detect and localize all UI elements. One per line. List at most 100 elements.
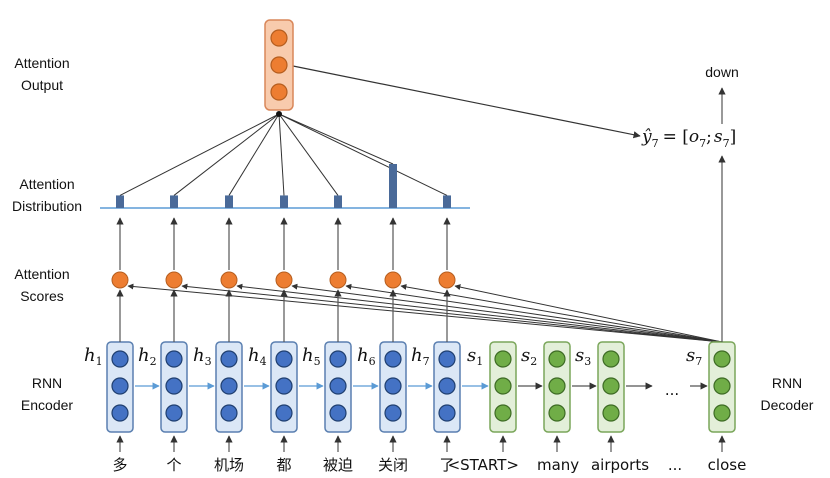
encoder-neuron xyxy=(438,377,456,395)
attention-output-neuron xyxy=(270,29,288,47)
attention-output-to-equation-arrow xyxy=(292,65,641,139)
attention-score-dot xyxy=(220,271,238,289)
encoder-neuron xyxy=(329,404,347,422)
decoder-neuron xyxy=(494,404,512,422)
weighted-sum-node xyxy=(276,111,282,117)
attention-weight-bar xyxy=(389,164,397,208)
output-word: down xyxy=(705,64,738,80)
attention-output-connections xyxy=(119,65,641,196)
decoder-to-score-arrow xyxy=(127,283,723,343)
label-attention-output: Attention Output xyxy=(14,55,69,93)
encoder-neuron xyxy=(275,404,293,422)
attention-weight-bar xyxy=(280,195,288,208)
svg-text:RNN: RNN xyxy=(32,375,62,391)
encoder-neuron xyxy=(165,377,183,395)
decoder-neuron xyxy=(713,377,731,395)
decoder-neuron xyxy=(494,350,512,368)
weighted-sum-line xyxy=(278,113,285,196)
svg-text:Encoder: Encoder xyxy=(21,397,73,413)
decoder-neuron xyxy=(713,404,731,422)
decoder-hidden-label: s3 xyxy=(575,345,591,368)
encoder-hidden-label: h6 xyxy=(357,345,376,368)
decoder-neuron xyxy=(713,350,731,368)
decoder-to-score-arrow xyxy=(291,283,723,343)
attention-score-dot xyxy=(275,271,293,289)
encoder-neuron xyxy=(384,350,402,368)
decoder-ellipsis: ... xyxy=(665,381,679,399)
attention-weight-bar xyxy=(225,195,233,208)
encoder-hidden-label: h5 xyxy=(302,345,321,368)
decoder-token: ... xyxy=(668,456,682,474)
attention-output xyxy=(264,19,294,111)
attention-output-neuron xyxy=(270,56,288,74)
attention-score-dot xyxy=(111,271,129,289)
attention-weight-bar xyxy=(443,195,451,208)
attention-score-dot xyxy=(384,271,402,289)
decoder-token: many xyxy=(537,456,579,474)
decoder-neuron xyxy=(602,404,620,422)
weighted-sum-line xyxy=(173,113,280,196)
encoder-neuron xyxy=(384,404,402,422)
decoder-hidden-label: s7 xyxy=(686,345,702,368)
decoder-neuron xyxy=(602,377,620,395)
encoder-neuron xyxy=(165,350,183,368)
attention-scores xyxy=(111,217,456,289)
attention-output-neuron xyxy=(270,83,288,101)
encoder-neuron xyxy=(220,377,238,395)
encoder-token: 了 xyxy=(439,456,454,474)
encoder-neuron xyxy=(165,404,183,422)
decoder-to-score-arrow xyxy=(236,283,723,343)
decoder-hidden-label: s2 xyxy=(521,345,537,368)
weighted-sum-line xyxy=(278,113,394,165)
encoder-neuron xyxy=(275,350,293,368)
weighted-sum-line xyxy=(228,113,280,196)
attention-weight-bar xyxy=(116,195,124,208)
attention-weight-bar xyxy=(170,195,178,208)
encoder-token: 关闭 xyxy=(378,456,408,474)
encoder-cell: 个h2 xyxy=(138,289,215,474)
decoder-token: close xyxy=(708,456,747,474)
label-attention-distribution: Attention Distribution xyxy=(12,176,82,214)
encoder-cell: 都h4 xyxy=(248,289,324,474)
svg-text:Scores: Scores xyxy=(20,288,64,304)
decoder-token: <START> xyxy=(448,456,519,474)
attention-distribution xyxy=(100,164,470,209)
svg-text:RNN: RNN xyxy=(772,375,802,391)
encoder-hidden-label: h7 xyxy=(411,345,430,368)
decoder-cell: s1 xyxy=(467,341,543,452)
decoder-to-score-arrow xyxy=(400,283,723,343)
svg-text:Attention: Attention xyxy=(14,266,69,282)
encoder-token: 个 xyxy=(166,456,181,474)
encoder-neuron xyxy=(438,350,456,368)
weighted-sum-line xyxy=(119,113,280,196)
encoder-neuron xyxy=(438,404,456,422)
decoder-to-score-arrow xyxy=(181,283,723,343)
encoder-neuron xyxy=(111,350,129,368)
attention-score-dot xyxy=(329,271,347,289)
encoder-hidden-label: h3 xyxy=(193,345,212,368)
weighted-sum-line xyxy=(278,113,448,196)
svg-text:Output: Output xyxy=(21,77,63,93)
decoder-token: airports xyxy=(591,456,649,474)
decoder-neuron xyxy=(548,404,566,422)
decoder-neuron xyxy=(548,350,566,368)
attention-score-dot xyxy=(165,271,183,289)
svg-text:Distribution: Distribution xyxy=(12,198,82,214)
encoder-neuron xyxy=(329,377,347,395)
decoder-cell: s7 xyxy=(686,341,736,452)
encoder-token: 多 xyxy=(112,456,127,474)
encoder-cell: 了 h7 xyxy=(411,289,461,474)
output-equation: ŷ7= [o7;s7] xyxy=(641,127,736,150)
encoder-neuron xyxy=(329,350,347,368)
encoder-neuron xyxy=(111,404,129,422)
label-rnn-encoder: RNN Encoder xyxy=(21,375,73,413)
decoder-cell: s3 xyxy=(575,341,625,452)
encoder-neuron xyxy=(275,377,293,395)
decoder-to-score-arrow xyxy=(454,284,723,343)
decoder-neuron xyxy=(494,377,512,395)
decoder-to-score-arrow xyxy=(345,283,723,343)
encoder-neuron xyxy=(220,404,238,422)
